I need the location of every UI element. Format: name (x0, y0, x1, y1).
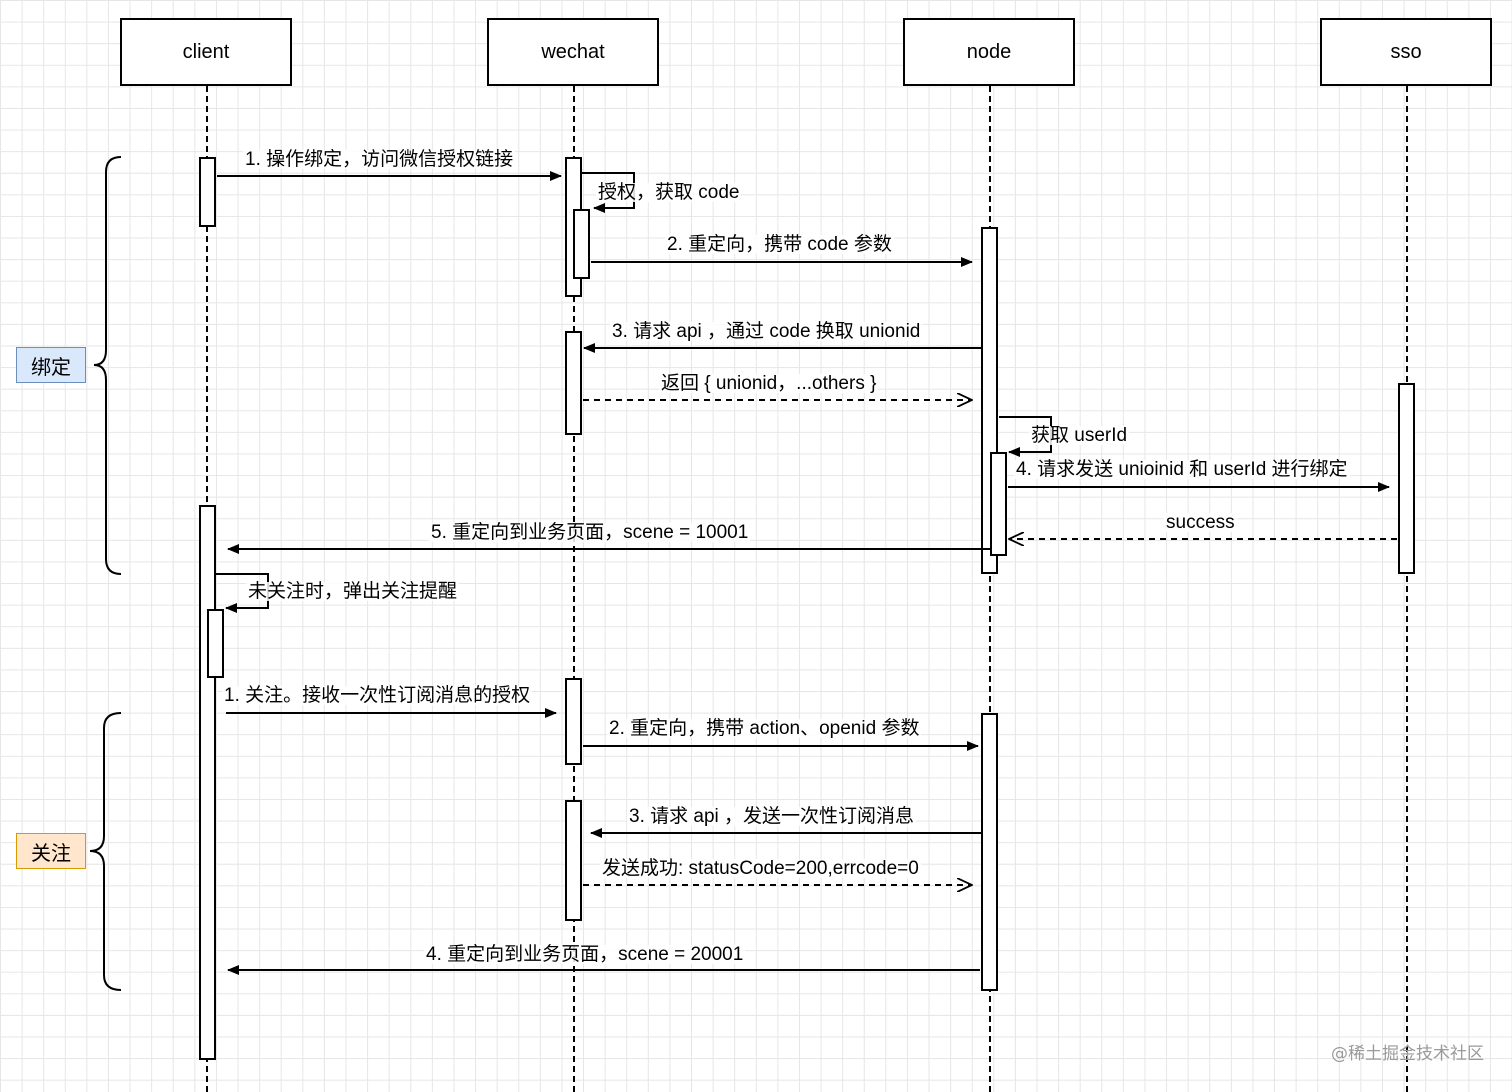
activation-sso-1 (1398, 383, 1415, 574)
watermark: @稀土掘金技术社区 (1331, 1044, 1484, 1064)
group-label-follow: 关注 (16, 833, 86, 869)
label-follow-3: 3. 请求 api ，发送一次性订阅消息 (627, 806, 917, 827)
brace-bind (93, 156, 122, 575)
label-follow-popup: 未关注时，弹出关注提醒 (246, 581, 460, 602)
activation-wechat-4 (565, 800, 582, 921)
participant-node: node (903, 18, 1075, 86)
group-label-bind: 绑定 (16, 347, 86, 383)
participant-sso: sso (1320, 18, 1492, 86)
label-bind-4: 4. 请求发送 unioinid 和 userId 进行绑定 (1014, 459, 1350, 480)
label-bind-success: success (1164, 512, 1237, 533)
label-bind-userid: 获取 userId (1029, 425, 1130, 446)
activation-client-self (207, 609, 224, 678)
activation-client-1 (199, 157, 216, 227)
lifeline-wechat (573, 86, 575, 1092)
group-label-bind-text: 绑定 (31, 356, 71, 379)
participant-wechat: wechat (487, 18, 659, 86)
label-bind-return: 返回 { unionid，...others } (659, 373, 879, 394)
activation-node-2 (981, 713, 998, 991)
participant-client: client (120, 18, 292, 86)
participant-node-label: node (966, 40, 1012, 63)
lifeline-sso (1406, 86, 1408, 1092)
label-follow-success: 发送成功: statusCode=200,errcode=0 (600, 858, 921, 879)
activation-node-self (990, 452, 1007, 556)
label-follow-2: 2. 重定向，携带 action、openid 参数 (607, 718, 922, 739)
activation-wechat-self (573, 209, 590, 279)
participant-client-label: client (182, 40, 230, 63)
label-bind-auth: 授权，获取 code (596, 182, 742, 203)
group-label-follow-text: 关注 (31, 842, 71, 865)
label-follow-4: 4. 重定向到业务页面，scene = 20001 (424, 944, 746, 965)
brace-follow (89, 712, 122, 991)
label-bind-1: 1. 操作绑定，访问微信授权链接 (243, 149, 516, 170)
label-bind-2: 2. 重定向，携带 code 参数 (665, 234, 894, 255)
label-bind-5: 5. 重定向到业务页面，scene = 10001 (429, 522, 751, 543)
label-follow-1: 1. 关注。接收一次性订阅消息的授权 (222, 685, 533, 706)
label-bind-3: 3. 请求 api ，通过 code 换取 unionid (610, 321, 923, 342)
activation-wechat-2 (565, 331, 582, 435)
lifeline-node (989, 86, 991, 1092)
participant-sso-label: sso (1390, 40, 1422, 63)
activation-wechat-3 (565, 678, 582, 765)
participant-wechat-label: wechat (541, 40, 605, 63)
